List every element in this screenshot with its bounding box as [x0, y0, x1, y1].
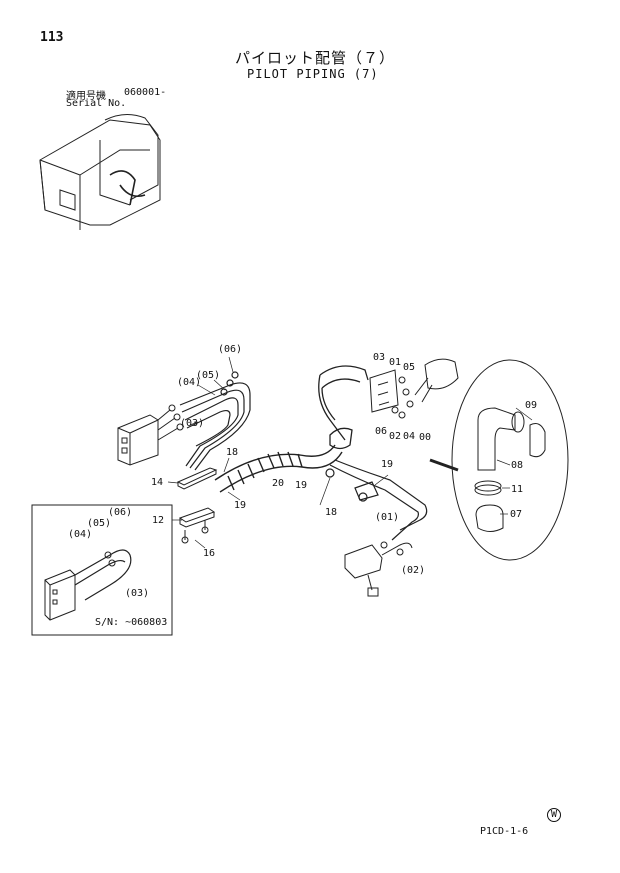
- footer-mark: W: [547, 808, 561, 822]
- serial-label-en: Serial No.: [66, 98, 127, 109]
- callout-08: 08: [511, 460, 524, 471]
- valve-bank: [369, 369, 414, 419]
- inset-box: [31, 504, 173, 636]
- pressure-switch: [414, 358, 459, 403]
- pilot-valve-block: [117, 404, 184, 466]
- detail-leader-line: [429, 458, 459, 472]
- callout-20: 20: [272, 478, 285, 489]
- page-title-jp: パイロット配管（７）: [235, 49, 396, 67]
- serial-label-jp: 適用号機: [66, 91, 106, 102]
- pilot-hoses-lower: [325, 459, 428, 541]
- page-number: 113: [40, 30, 64, 45]
- inset-callout-05: (05): [87, 518, 112, 529]
- inset-callout-03: (03): [125, 588, 150, 599]
- callout-18: 18: [226, 447, 239, 458]
- callout-06: (06): [218, 344, 243, 355]
- callout-19a: 19: [234, 500, 247, 511]
- remote-valve: [344, 541, 413, 597]
- duct-hose: [318, 365, 369, 450]
- callout-r05: 05: [403, 362, 416, 373]
- machine-overview-sketch: [39, 114, 161, 230]
- callout-16: 16: [203, 548, 216, 559]
- inset-caption: S/N: ~060803: [95, 617, 168, 628]
- callout-r00: 00: [419, 432, 432, 443]
- footer-code: P1CD-1-6: [480, 826, 529, 837]
- callout-04: (04): [177, 377, 202, 388]
- callout-leaders: [167, 356, 533, 549]
- callout-09: 09: [525, 400, 538, 411]
- callout-14: 14: [151, 477, 164, 488]
- callout-r03: 03: [373, 352, 386, 363]
- pilot-hoses-upper: [179, 371, 251, 471]
- callout-12: 12: [152, 515, 165, 526]
- callout-02: (02): [401, 565, 426, 576]
- callout-19c: 19: [381, 459, 394, 470]
- callout-r04: 04: [403, 431, 416, 442]
- callout-r02: 02: [389, 431, 402, 442]
- clamp-bracket: [176, 467, 218, 490]
- inset-callout-06: (06): [108, 507, 133, 518]
- callout-19b: 19: [295, 480, 308, 491]
- callout-01: (01): [375, 512, 400, 523]
- callout-r01: 01: [389, 357, 402, 368]
- bracket-plate: [178, 507, 216, 544]
- callout-03: (03): [180, 418, 205, 429]
- callout-07: 07: [510, 509, 523, 520]
- serial-value: 060001-: [124, 87, 167, 98]
- callout-05: (05): [196, 370, 221, 381]
- detail-view: [451, 359, 569, 561]
- callout-r06: 06: [375, 426, 388, 437]
- callout-11: 11: [511, 484, 524, 495]
- page-title-en: PILOT PIPING (7): [247, 67, 379, 81]
- callout-18b: 18: [325, 507, 338, 518]
- corrugated-hose: [214, 444, 343, 493]
- inset-callout-04: (04): [68, 529, 93, 540]
